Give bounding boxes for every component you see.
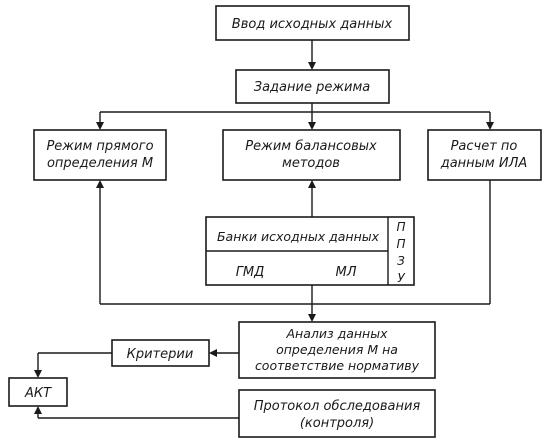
ml-label: МЛ <box>336 265 357 280</box>
ppzu-letter-4: У <box>397 271 405 285</box>
arrow-to-balance-mode <box>308 122 316 130</box>
arrow-protocol-to-act <box>34 406 42 414</box>
arrow-to-ila-calc <box>486 122 494 130</box>
ppzu-letter-1: П <box>396 220 405 234</box>
ppzu-letter-2: П <box>396 237 405 251</box>
arrow-input-to-mode <box>308 62 316 70</box>
connectors <box>34 40 494 419</box>
arrow-criteria-to-act <box>34 370 42 378</box>
arrow-loop-to-direct <box>96 180 104 188</box>
arrow-to-direct-mode <box>96 122 104 130</box>
analysis-label-line1: Анализ данных <box>285 326 388 341</box>
data-banks-box: Банки исходных данных ГМД МЛ П П З У <box>205 216 415 286</box>
balance-mode-label-line1: Режим балансовых <box>245 139 377 154</box>
analysis-label-line3: соответствие нормативу <box>255 358 420 373</box>
ila-calc-label-line2: данным ИЛА <box>440 156 528 171</box>
analysis-box: Анализ данных определения М на соответст… <box>238 321 436 379</box>
ila-calc-box: Расчет по данным ИЛА <box>427 129 542 181</box>
data-banks-title: Банки исходных данных <box>217 229 380 244</box>
direct-mode-box: Режим прямого определения М <box>33 129 167 181</box>
protocol-label-line1: Протокол обследования <box>254 399 421 414</box>
protocol-label-line2: (контроля) <box>300 416 374 431</box>
input-data-label: Ввод исходных данных <box>232 17 393 32</box>
direct-mode-label-line2: определения М <box>47 156 153 171</box>
protocol-box: Протокол обследования (контроля) <box>238 389 436 438</box>
act-label: АКТ <box>24 386 52 401</box>
ppzu-letter-3: З <box>397 254 405 268</box>
arrow-banks-to-balance <box>308 180 316 188</box>
balance-mode-label-line2: методов <box>282 156 340 171</box>
act-box: АКТ <box>8 377 68 407</box>
arrow-analysis-to-criteria <box>209 349 217 357</box>
analysis-label-line2: определения М на <box>276 342 398 357</box>
input-data-box: Ввод исходных данных <box>215 5 410 41</box>
mode-setting-label: Задание режима <box>254 80 371 95</box>
direct-mode-label-line1: Режим прямого <box>46 139 153 154</box>
mode-setting-box: Задание режима <box>235 69 390 104</box>
arrow-banks-to-analysis <box>308 314 316 322</box>
balance-mode-box: Режим балансовых методов <box>222 129 401 181</box>
criteria-box: Критерии <box>111 339 210 367</box>
gmd-label: ГМД <box>236 265 265 280</box>
criteria-label: Критерии <box>127 347 194 362</box>
ila-calc-label-line1: Расчет по <box>451 139 518 154</box>
